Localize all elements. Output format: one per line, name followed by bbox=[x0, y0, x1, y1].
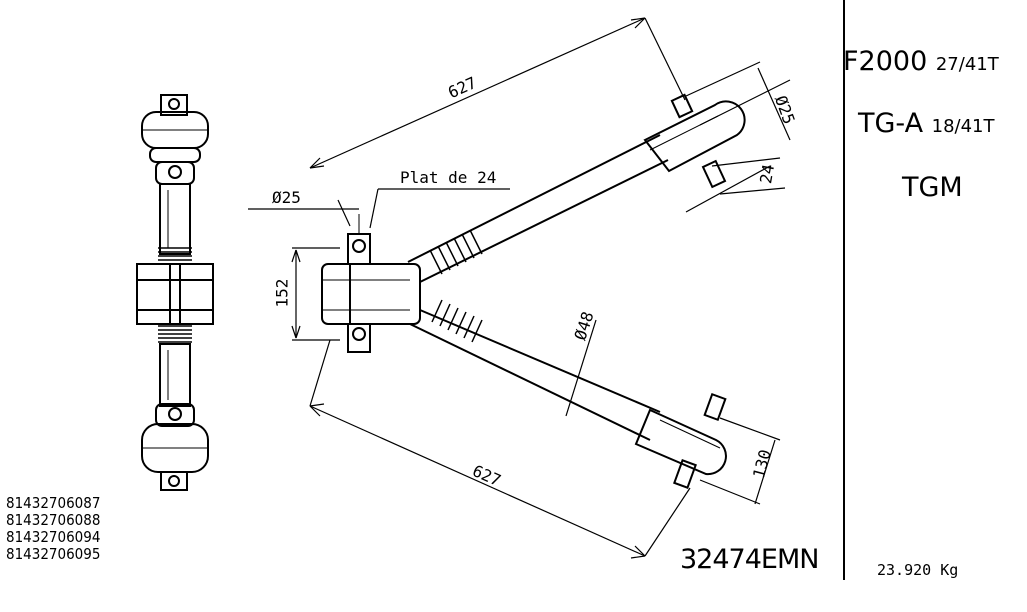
plan-view bbox=[321, 93, 746, 489]
model-tga: TG-A 18/41T bbox=[858, 110, 995, 137]
part-number: 81432706088 bbox=[6, 511, 101, 529]
dimension-lines bbox=[248, 17, 791, 559]
dim-pin-diameter-left: Ø25 bbox=[272, 188, 301, 207]
dim-center-height: 152 bbox=[272, 278, 292, 308]
model-name: F2000 bbox=[843, 46, 928, 77]
part-number: 81432706094 bbox=[6, 528, 101, 546]
weight-value: 23.920 Kg bbox=[877, 561, 959, 579]
model-name: TGM bbox=[902, 172, 963, 203]
part-number: 81432706095 bbox=[6, 545, 101, 563]
model-tgm: TGM bbox=[902, 174, 963, 201]
part-number: 81432706087 bbox=[6, 494, 101, 512]
model-spec: 18/41T bbox=[931, 116, 995, 137]
drawing-reference: 32474EMN bbox=[680, 544, 819, 575]
model-name: TG-A bbox=[858, 108, 924, 139]
model-f2000: F2000 27/41T bbox=[843, 48, 999, 75]
part-number-list: 81432706087 81432706088 81432706094 8143… bbox=[6, 495, 100, 563]
side-view bbox=[136, 94, 214, 491]
dim-flat-label: Plat de 24 bbox=[400, 168, 497, 187]
dim-stud-width-right: 24 bbox=[756, 162, 779, 186]
model-spec: 27/41T bbox=[935, 54, 999, 75]
